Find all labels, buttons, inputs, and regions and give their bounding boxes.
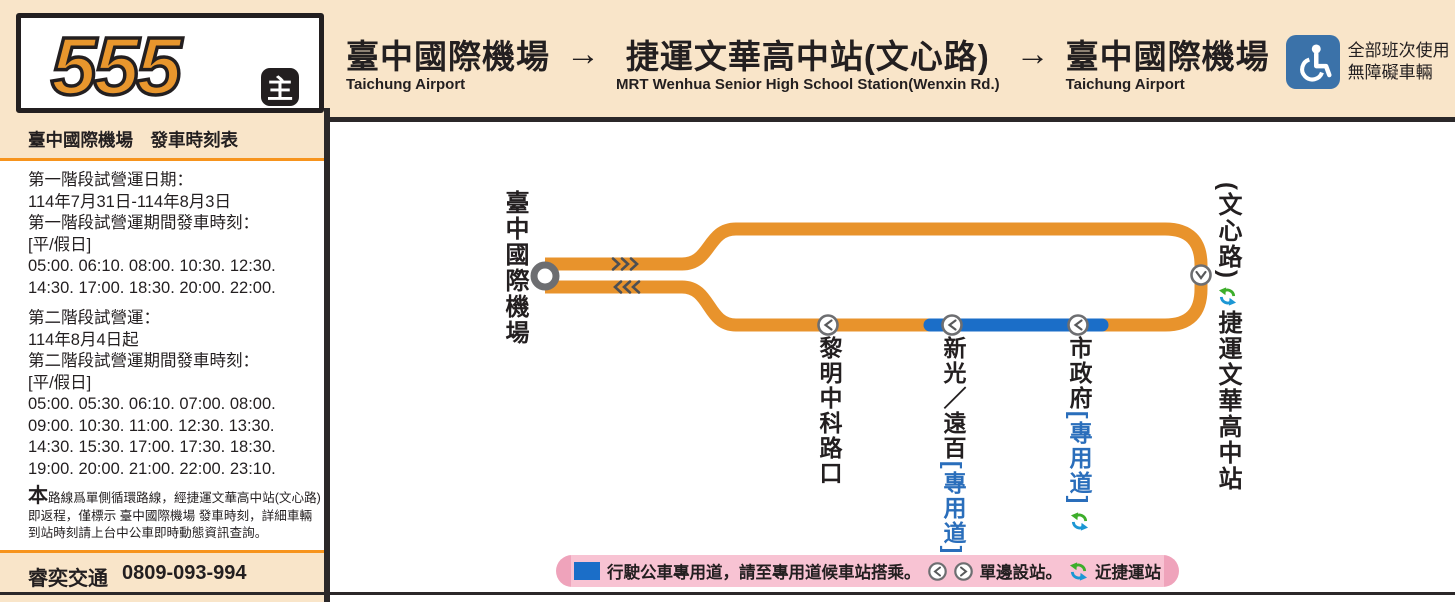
legend-mrt-text: 近捷運站 — [1095, 564, 1161, 582]
station-markers — [817, 264, 1212, 336]
timetable-line: 114年7月31日-114年8月3日 — [28, 192, 231, 211]
timetable-title: 臺中國際機場 發車時刻表 — [0, 122, 324, 161]
mrt-transfer-icon — [1218, 287, 1237, 306]
timetable-body: 第一階段試營運日期： 114年7月31日-114年8月3日 第一階段試營運期間發… — [28, 170, 322, 480]
timetable-line: 14:30. 17:00. 18:30. 20:00. 22:00. — [28, 278, 276, 297]
route-number: 555 — [49, 19, 183, 114]
route-number-box: 555 主 — [16, 13, 324, 114]
route-map — [530, 222, 1212, 336]
operator-name: 睿奕交通 — [28, 568, 108, 590]
oneside-right-icon — [953, 561, 973, 581]
stop-name-zh: 臺中國際機場 — [346, 38, 550, 75]
return-arrows-icon — [613, 280, 641, 294]
legend-busway-text: 行駛公車專用道，請至專用道候車站搭乘。 — [607, 564, 921, 582]
header-stop-origin: 臺中國際機場 Taichung Airport — [346, 30, 550, 93]
map-label-station: 新光／遠百[專用道] — [940, 336, 966, 556]
map-label-station: 市政府[專用道] — [1062, 336, 1096, 531]
operator-phone: 0809-093-994 — [122, 562, 247, 584]
stop-name-en: MRT Wenhua Senior High School Station(We… — [616, 76, 1000, 93]
end-station-sub: (文心路) — [1214, 182, 1241, 280]
route-loop-line — [545, 222, 1208, 332]
map-label-start: 臺中國際機場 — [501, 190, 528, 346]
stop-name-en: Taichung Airport — [346, 76, 466, 93]
stop-name-zh: 臺中國際機場 — [1065, 38, 1270, 75]
legend-oneside-text: 單邊設站。 — [979, 564, 1063, 582]
header-stop-destination: 臺中國際機場 Taichung Airport — [1066, 30, 1270, 93]
vertical-divider — [324, 108, 330, 602]
end-station-name: 捷運文華高中站 — [1214, 309, 1241, 492]
route-direction-header: 臺中國際機場 Taichung Airport → 捷運文華高中站(文心路) M… — [330, 0, 1455, 117]
oneside-left-icon — [927, 561, 947, 581]
busway-color-swatch — [574, 562, 600, 580]
route-note: 本路線爲單側循環路線，經捷運文華高中站(文心路)即返程，僅標示 臺中國際機場 發… — [28, 485, 321, 540]
timetable-line: 05:00. 06:10. 08:00. 10:30. 12:30. — [28, 257, 276, 275]
accessibility-info: 全部班次使用 無障礙車輛 — [1285, 34, 1450, 89]
wheelchair-icon — [1285, 34, 1340, 89]
direction-arrow-icon: → — [566, 35, 600, 73]
bottom-rule — [0, 592, 1455, 595]
map-label-station: 黎明中科路口 — [816, 336, 842, 486]
timetable-line: 114年8月4日起 — [28, 330, 139, 349]
header-rule — [330, 117, 1455, 122]
timetable-line: 第二階段試營運期間發車時刻： — [28, 352, 259, 370]
timetable-line: 第一階段試營運日期： — [28, 171, 193, 189]
stop-name-en: Taichung Airport — [1065, 76, 1185, 93]
timetable-line: 05:00. 05:30. 06:10. 07:00. 08:00. — [28, 395, 276, 413]
timetable-line: [平/假日] — [28, 235, 92, 254]
map-label-end: (文心路) 捷運文華高中站 — [1210, 182, 1245, 492]
terminal-marker — [530, 261, 560, 291]
timetable-line: 第二階段試營運： — [28, 309, 160, 327]
timetable-line: 09:00. 10:30. 11:00. 12:30. 13:30. — [28, 416, 275, 435]
timetable-line: 14:30. 15:30. 17:00. 17:30. 18:30. — [28, 438, 276, 456]
direction-arrow-icon: → — [1015, 35, 1050, 73]
timetable-line: 第一階段試營運期間發車時刻： — [28, 214, 259, 232]
mrt-transfer-icon — [1069, 562, 1088, 581]
main-route-badge: 主 — [261, 68, 299, 106]
stop-name-zh: 捷運文華高中站(文心路) — [625, 38, 990, 75]
outbound-arrows-icon — [611, 257, 639, 271]
accessibility-text: 全部班次使用 無障礙車輛 — [1347, 40, 1450, 82]
map-legend: 行駛公車專用道，請至專用道候車站搭乘。 單邊設站。 近捷運站 — [556, 555, 1179, 587]
mrt-transfer-icon — [1070, 512, 1089, 531]
header-stop-midpoint: 捷運文華高中站(文心路) MRT Wenhua Senior High Scho… — [616, 30, 1000, 93]
timetable-line: [平/假日] — [28, 373, 92, 392]
timetable-line: 19:00. 20:00. 21:00. 22:00. 23:10. — [28, 459, 276, 478]
